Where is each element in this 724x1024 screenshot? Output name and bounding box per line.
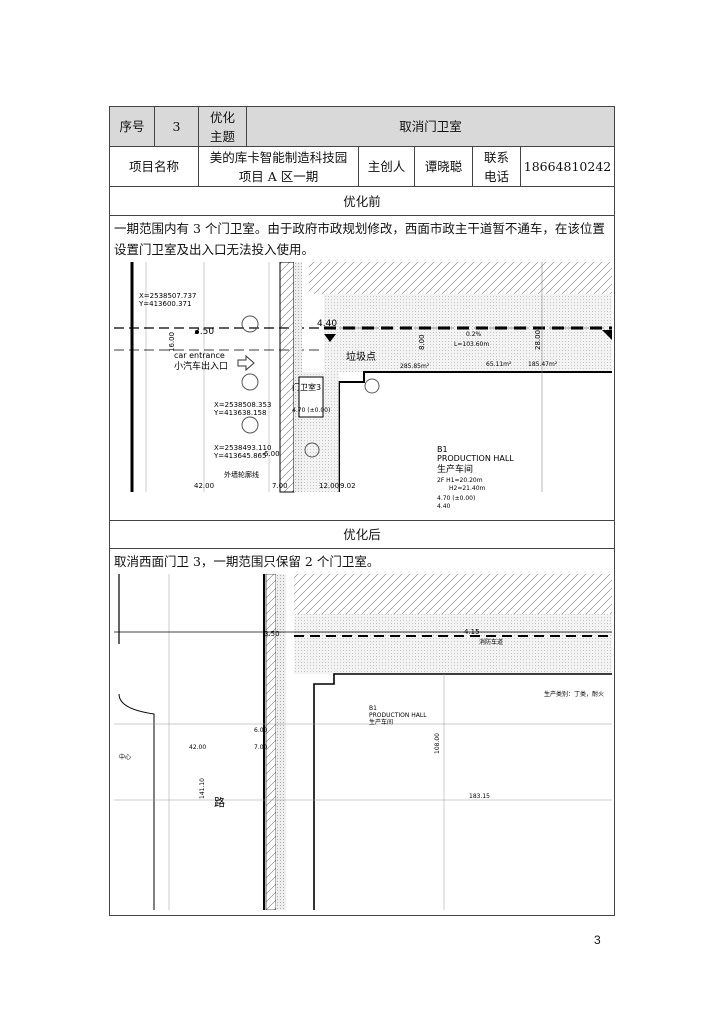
fire-lane-label: 消防车道 (479, 638, 503, 646)
building-cn-name: 生产车间 (437, 463, 473, 475)
building-height: H2=21.40m (449, 485, 486, 492)
dimension-label: 183.15 (469, 793, 490, 800)
header-row: 序号 3 优化主题 取消门卫室 (110, 107, 614, 147)
topic-value: 取消门卫室 (399, 119, 462, 134)
center-label: 中心 (119, 753, 131, 761)
project-name-label: 项目名称 (110, 147, 199, 186)
gate-label: 门卫室3 (292, 382, 321, 392)
project-name-line2: 项目 A 区一期 (238, 168, 319, 184)
dimension-label: 6.00 (254, 727, 268, 734)
elevation-label: 3.50 (194, 327, 214, 337)
dimension-label: 6.00 (264, 450, 280, 458)
coord-label: X=2538508.353 (214, 401, 271, 409)
building-elevation: 4.40 (437, 503, 451, 510)
dimension-label: 42.00 (189, 744, 206, 751)
length-label: L=103.60m (454, 341, 489, 348)
phone-value: 18664810242 (523, 159, 612, 174)
building-id: B1 (369, 705, 377, 712)
dimension-label: 8.00 (418, 334, 426, 350)
trash-label: 垃圾点 (346, 350, 376, 363)
creator-label: 主创人 (359, 147, 415, 186)
project-row: 项目名称 美的库卡智能制造科技园 项目 A 区一期 主创人 谭晓聪 联系电话 1… (110, 147, 614, 187)
before-content: 一期范围内有 3 个门卫室。由于政府市政规划修改，西面市政主干道暂不通车，在该位… (110, 216, 614, 521)
building-en-name: PRODUCTION HALL (369, 712, 427, 719)
dimension-label: 141.10 (199, 778, 206, 799)
elevation-label: 3.50 (264, 630, 280, 638)
after-heading: 优化后 (343, 527, 381, 542)
building-en-name: PRODUCTION HALL (437, 454, 514, 463)
coord-label: X=2538493.110 (214, 444, 271, 452)
coord-label: X=2538507.737 (139, 292, 196, 300)
dimension-label: 7.00 (254, 744, 268, 751)
dimension-label: 108.00 (434, 733, 441, 754)
building-elevation: 4.70 (±0.00) (437, 495, 475, 502)
road-label: 路 (214, 796, 225, 809)
area-label: 185.47m² (528, 361, 558, 368)
before-heading-row: 优化前 (110, 187, 614, 216)
before-site-plan-drawing: X=2538507.737 Y=413600.371 X=2538508.353… (114, 262, 612, 519)
car-entrance-cn-label: 小汽车出入口 (174, 360, 228, 372)
dimension-label: 12.00 (319, 482, 339, 490)
category-label: 生产类别：丁类，耐火 (544, 690, 604, 698)
building-id: B1 (437, 445, 448, 454)
area-label: 285.85m² (400, 363, 430, 370)
project-name-line1: 美的库卡智能制造科技园 (209, 149, 348, 165)
car-entrance-label: car entrance (174, 351, 225, 360)
after-site-plan-drawing: 3.50 4.15 消防车道 B1 PRODUCTION HALL 生产车间 生… (114, 574, 612, 910)
coord-label: Y=413645.865 (213, 452, 266, 460)
before-description: 一期范围内有 3 个门卫室。由于政府市政规划修改，西面市政主干道暂不通车，在该位… (114, 221, 605, 257)
before-heading: 优化前 (343, 193, 381, 209)
phone-label: 联系电话 (473, 147, 521, 186)
wall-label: 外墙轮廓线 (224, 470, 259, 479)
seq-value: 3 (155, 107, 199, 146)
seq-label: 序号 (110, 107, 155, 146)
coord-label: Y=413600.371 (138, 300, 191, 308)
dimension-label: 9.02 (340, 482, 356, 490)
area-label: 65.11m² (486, 361, 512, 368)
building-cn-name: 生产车间 (369, 718, 393, 726)
dimension-label: 16.00 (168, 332, 176, 352)
slope-label: 0.2% (466, 331, 482, 338)
elevation-label: 4.40 (317, 319, 337, 329)
optimization-table: 序号 3 优化主题 取消门卫室 项目名称 美的库卡智能制造科技园 项目 A 区一… (109, 106, 615, 916)
after-description: 取消西面门卫 3，一期范围只保留 2 个门卫室。 (114, 554, 380, 569)
elevation-label: 4.15 (464, 628, 480, 636)
after-content: 取消西面门卫 3，一期范围只保留 2 个门卫室。 3.50 4.15 消防车道 … (110, 549, 614, 915)
creator-value: 谭晓聪 (415, 147, 473, 186)
dimension-label: 7.00 (272, 482, 288, 490)
building-height: 2F H1=20.20m (437, 477, 483, 484)
project-name-value: 美的库卡智能制造科技园 项目 A 区一期 (199, 147, 359, 186)
coord-label: Y=413638.158 (213, 409, 266, 417)
gate-elevation-label: 4.70 (±0.00) (292, 407, 330, 414)
topic-label: 优化主题 (199, 107, 247, 146)
page-number: 3 (594, 933, 601, 947)
after-heading-row: 优化后 (110, 521, 614, 549)
dimension-label: 42.00 (194, 482, 214, 490)
dimension-label: 28.00 (534, 330, 542, 350)
